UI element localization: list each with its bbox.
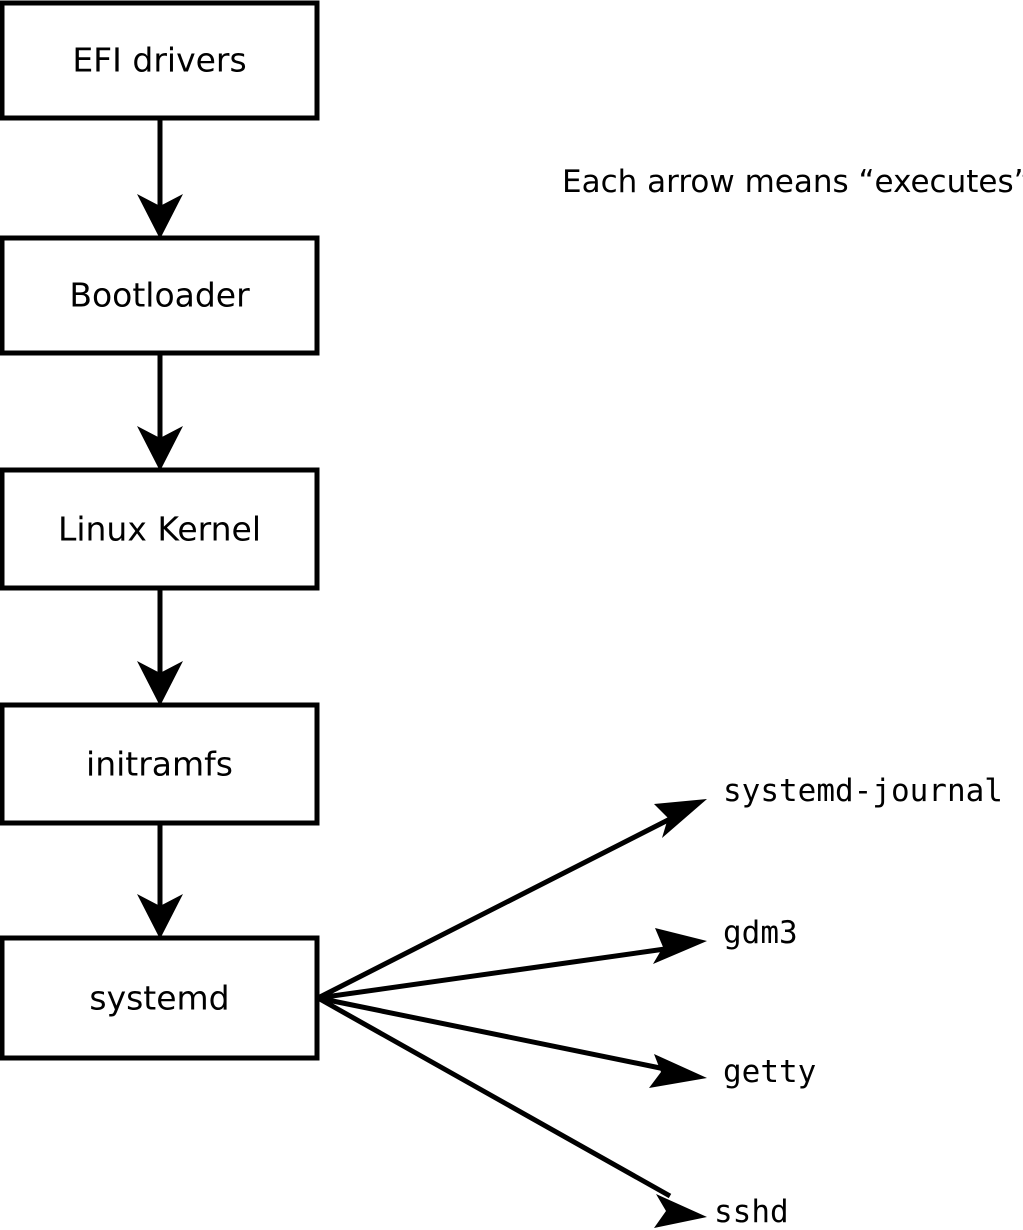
box-rect-initramfs: [0, 702, 320, 826]
box-rect-bootloader: [0, 235, 320, 356]
box-initramfs[interactable]: initramfs: [0, 702, 320, 826]
box-linux-kernel[interactable]: Linux Kernel: [0, 467, 320, 591]
leaf-label-sshd: sshd: [714, 1194, 789, 1230]
box-label-bootloader: Bootloader: [69, 276, 250, 315]
arrow-head-down-icon: [137, 194, 183, 239]
arrow-bootloader-to-kernel: [137, 353, 183, 471]
arrow-line: [317, 995, 666, 1072]
arrow-systemd-to-gdm3: [317, 928, 707, 1001]
arrow-systemd-to-sshd: [316, 995, 707, 1228]
box-label-initramfs: initramfs: [86, 745, 233, 784]
arrow-line: [317, 946, 666, 1001]
box-efi-drivers[interactable]: EFI drivers: [0, 0, 320, 121]
box-systemd[interactable]: systemd: [0, 935, 320, 1061]
leaf-label-gdm3: gdm3: [723, 915, 798, 951]
arrow-line: [316, 995, 672, 1199]
arrow-head-icon: [654, 799, 707, 838]
box-label-linux-kernel: Linux Kernel: [58, 510, 261, 549]
leaf-label-systemd-journal: systemd-journal: [723, 773, 1003, 809]
arrow-head-down-icon: [137, 426, 183, 471]
arrow-efi-to-bootloader: [137, 118, 183, 239]
arrow-head-icon: [649, 1054, 707, 1088]
arrow-initramfs-to-systemd: [137, 823, 183, 939]
arrow-systemd-to-getty: [317, 995, 707, 1088]
box-bootloader[interactable]: Bootloader: [0, 235, 320, 356]
arrow-head-down-icon: [137, 661, 183, 706]
box-rect-systemd: [0, 935, 320, 1061]
arrow-head-icon: [653, 928, 707, 964]
arrow-head-down-icon: [137, 894, 183, 939]
box-label-systemd: systemd: [89, 979, 229, 1018]
arrow-systemd-to-systemd-journal: [316, 799, 707, 1001]
leaf-label-getty: getty: [723, 1054, 816, 1090]
arrow-head-icon: [654, 1194, 707, 1228]
box-rect-efi-drivers: [0, 0, 320, 121]
arrow-kernel-to-initramfs: [137, 588, 183, 706]
legend-note: Each arrow means “executes”.: [562, 164, 1023, 200]
box-label-efi-drivers: EFI drivers: [72, 41, 246, 80]
arrow-line: [316, 815, 674, 1001]
